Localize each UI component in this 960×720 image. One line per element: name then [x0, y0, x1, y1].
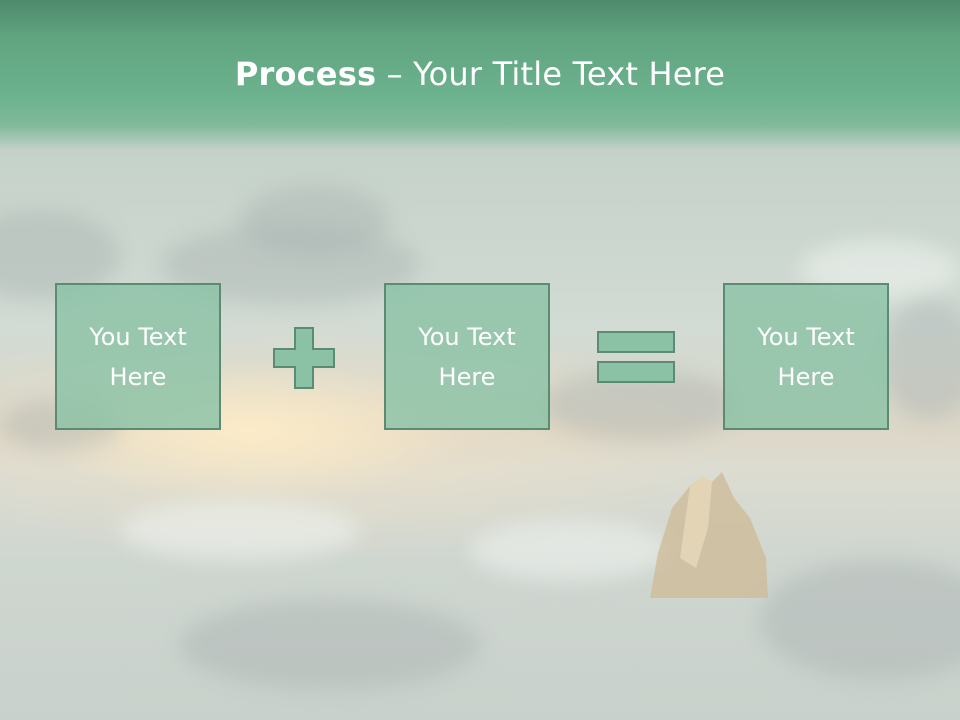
process-box-3[interactable]: You Text Here: [723, 283, 889, 430]
mountain-peak: [650, 472, 768, 598]
process-box-2[interactable]: You Text Here: [384, 283, 550, 430]
process-box-1[interactable]: You Text Here: [55, 283, 221, 430]
process-box-text: You Text Here: [418, 317, 516, 397]
cloud: [120, 500, 360, 560]
title-bar: [0, 0, 960, 150]
process-box-line1: You Text: [757, 322, 855, 351]
slide-title[interactable]: Process – Your Title Text Here: [0, 52, 960, 96]
cloud: [760, 560, 960, 680]
title-rest-text: – Your Title Text Here: [376, 55, 726, 93]
cloud: [180, 600, 480, 690]
title-bold-text: Process: [234, 55, 377, 93]
process-box-text: You Text Here: [89, 317, 187, 397]
cloud: [880, 300, 960, 420]
process-box-line2: Here: [109, 362, 167, 391]
process-box-text: You Text Here: [757, 317, 855, 397]
plus-icon[interactable]: [273, 327, 335, 389]
process-box-line1: You Text: [418, 322, 516, 351]
process-box-line2: Here: [438, 362, 496, 391]
equals-icon[interactable]: [597, 331, 675, 383]
cloud: [240, 185, 390, 255]
process-box-line2: Here: [777, 362, 835, 391]
process-box-line1: You Text: [89, 322, 187, 351]
cloud: [470, 520, 670, 580]
